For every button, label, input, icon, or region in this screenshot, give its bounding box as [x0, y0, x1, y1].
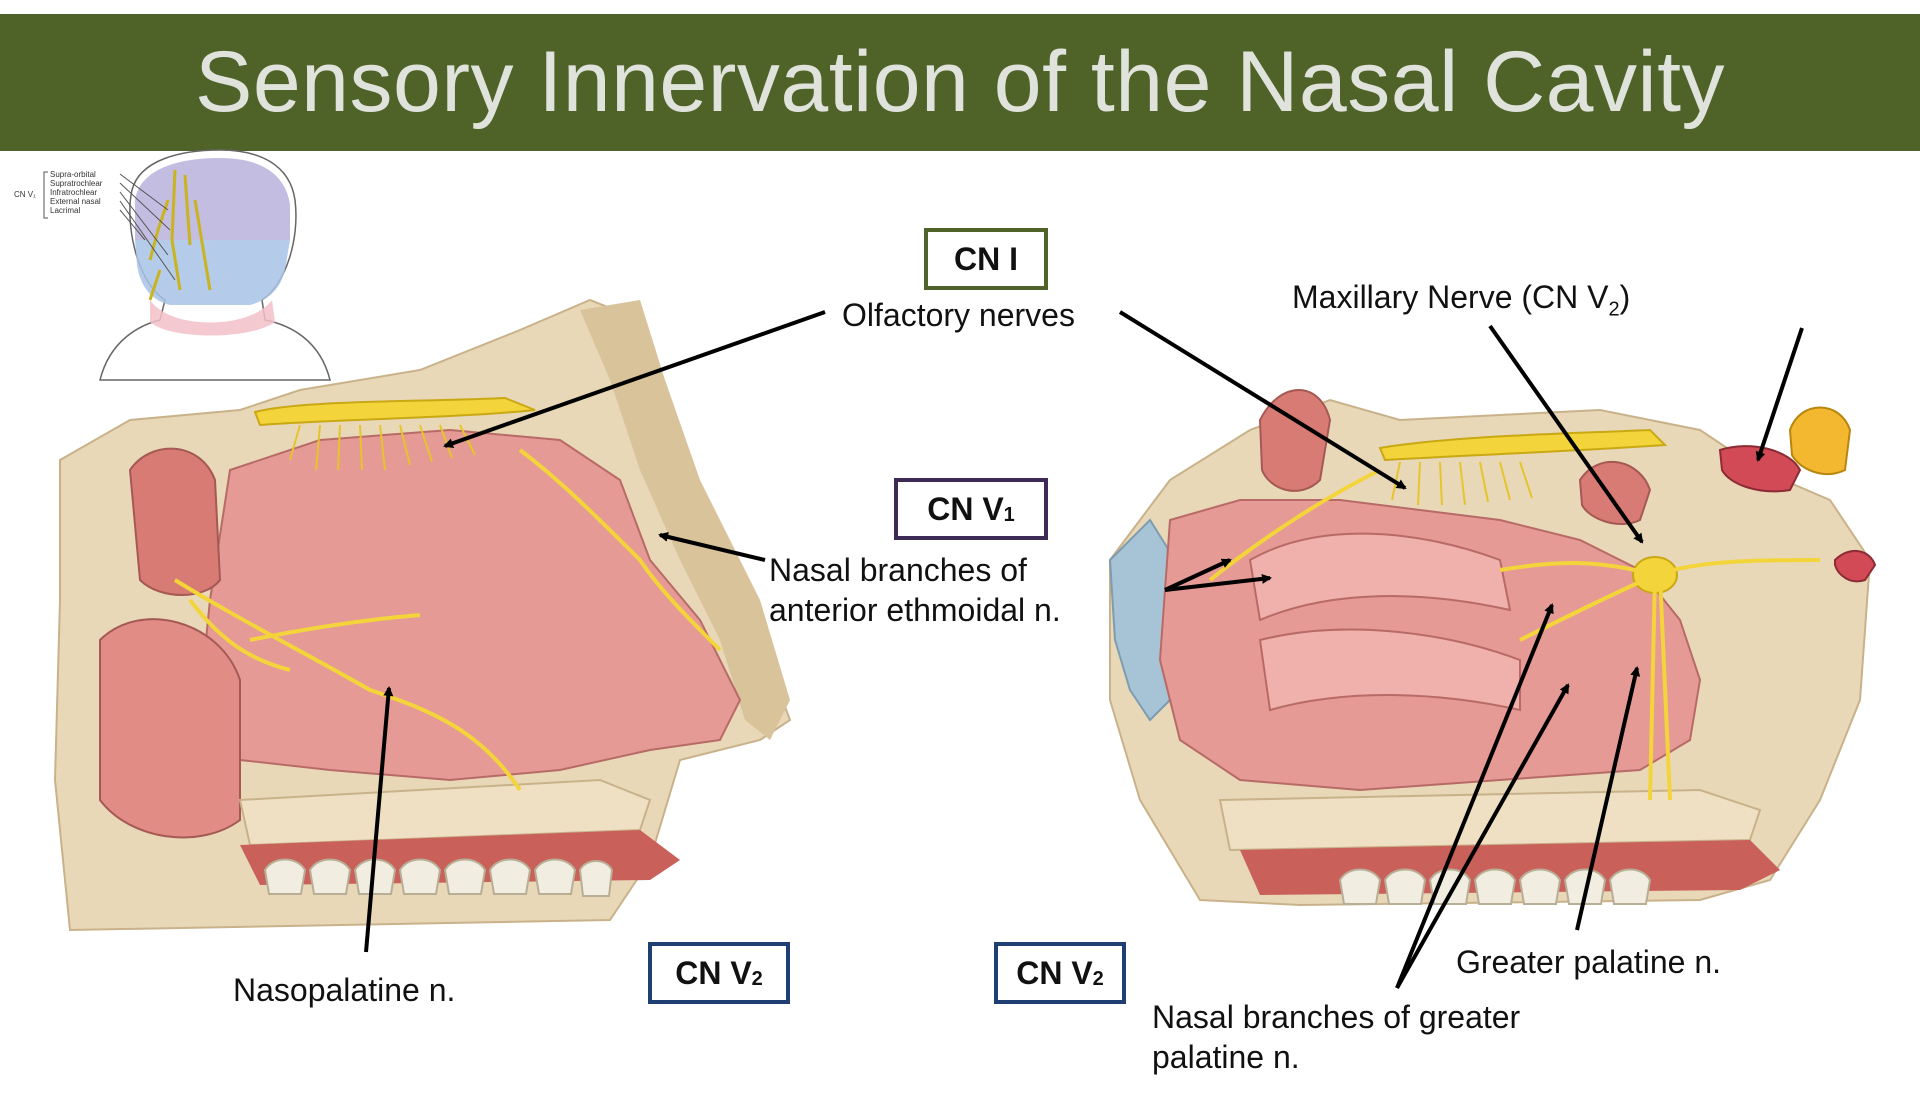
cn-i-box: CN I — [924, 228, 1048, 290]
inset-branch-label: Supratrochlear — [50, 179, 103, 188]
inset-branch-label: Lacrimal — [50, 206, 81, 215]
page-title: Sensory Innervation of the Nasal Cavity — [194, 34, 1726, 130]
pointer-lines — [364, 310, 1804, 989]
right-nasal-section — [1108, 389, 1877, 907]
pointer-ethmoidal-right-b — [1164, 573, 1272, 592]
nasal-gp-label-line2: palatine n. — [1152, 1039, 1300, 1075]
inset-group-label: CN V₁ — [14, 190, 36, 199]
pointer-nasopalatine — [364, 686, 394, 953]
cn-i-label: CN I — [954, 240, 1018, 277]
pointer-ethmoidal-right-a — [1164, 558, 1232, 592]
cn-v2-right-subscript: 2 — [1092, 967, 1104, 990]
nasopalatine-label: Nasopalatine n. — [233, 972, 456, 1008]
cn-v2-right-label: CN V — [1016, 954, 1093, 991]
cn-v1-label: CN V — [927, 490, 1004, 527]
maxillary-close: ) — [1619, 279, 1631, 315]
inset-branch-label: Supra-orbital — [50, 170, 96, 179]
pointer-greater-palatine-a — [1575, 666, 1641, 931]
cn-v1-subscript: 1 — [1003, 503, 1015, 526]
inset-branch-label: External nasal — [50, 197, 101, 206]
ethmoidal-label-line2: anterior ethmoidal n. — [769, 592, 1061, 628]
pointer-olfactory-right — [1118, 310, 1407, 490]
pointer-olfactory-left — [443, 310, 826, 449]
pointer-maxillary — [1488, 324, 1644, 544]
ethmoidal-label-line1: Nasal branches of — [769, 552, 1027, 588]
olfactory-nerves-label: Olfactory nerves — [842, 297, 1075, 333]
inset-branch-label: Infratrochlear — [50, 188, 98, 197]
pointer-nasal-gp-a — [1395, 603, 1554, 989]
maxillary-nerve-label: Maxillary Nerve (CN V2) — [1292, 277, 1630, 329]
title-bar: Sensory Innervation of the Nasal Cavity — [0, 14, 1920, 151]
pointer-maxillary-right — [1755, 327, 1804, 462]
maxillary-subscript: 2 — [1608, 298, 1620, 321]
cn-v2-left-label: CN V — [675, 954, 752, 991]
left-nasal-section — [53, 298, 792, 932]
inset-head-figure — [43, 149, 331, 381]
cn-v2-left-subscript: 2 — [751, 967, 763, 990]
greater-palatine-label: Greater palatine n. — [1456, 944, 1722, 980]
pointer-nasal-gp-b — [1395, 683, 1570, 989]
pointer-ethmoidal — [658, 531, 766, 562]
nasal-gp-label-line1: Nasal branches of greater — [1152, 999, 1521, 1035]
maxillary-text: Maxillary Nerve (CN V — [1292, 279, 1609, 315]
